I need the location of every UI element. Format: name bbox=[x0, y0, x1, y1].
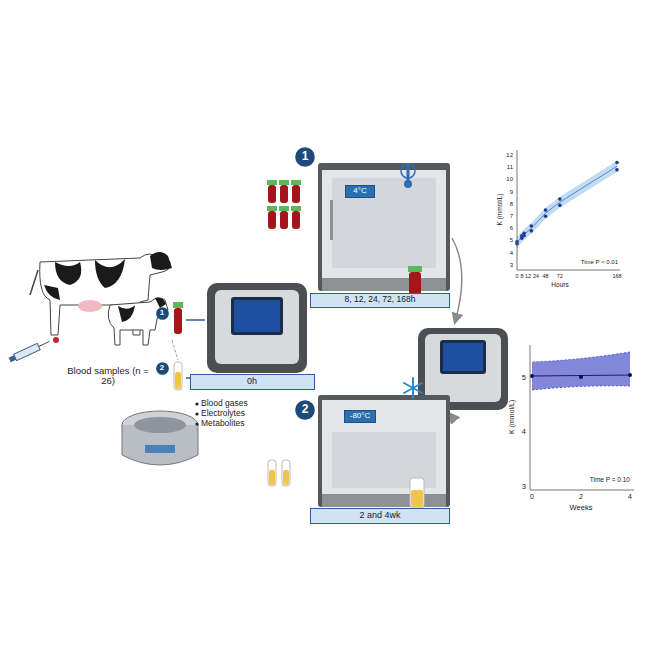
axis-label: Hours bbox=[551, 281, 568, 288]
axis-label: 0 bbox=[515, 273, 518, 279]
callout-number: 1 bbox=[156, 307, 169, 320]
red-tubes bbox=[267, 180, 422, 298]
node-text: 2 and 4wk bbox=[359, 511, 400, 521]
time-band: 2 and 4wk bbox=[310, 508, 450, 524]
axis-label: 3 bbox=[522, 483, 526, 491]
node-text: 1 bbox=[160, 309, 164, 318]
time-band: 8, 12, 24, 72, 168h bbox=[310, 293, 450, 308]
axis-label: 9 bbox=[510, 189, 513, 196]
axis-label: 72 bbox=[557, 273, 563, 279]
axis-label: Weeks bbox=[570, 504, 593, 512]
caption-text: Blood samples (n = 26) bbox=[66, 366, 150, 387]
syringe-icon bbox=[8, 338, 51, 363]
axis-label: 12 bbox=[506, 152, 513, 159]
bullet bbox=[195, 402, 198, 405]
node-text: 8, 12, 24, 72, 168h bbox=[345, 295, 416, 304]
flow-arrow bbox=[452, 238, 462, 322]
centrifuge bbox=[122, 411, 198, 465]
line-chart-weeks bbox=[530, 345, 634, 490]
axis-label: 3 bbox=[510, 262, 513, 269]
bullet-text: Metabolites bbox=[201, 419, 244, 428]
axis-label: 11 bbox=[507, 164, 513, 171]
calf-illustration bbox=[108, 298, 168, 345]
node-text: 1 bbox=[302, 150, 309, 163]
axis-label: 168 bbox=[612, 273, 621, 279]
axis-label: 0 bbox=[530, 493, 534, 501]
axis-label: 2 bbox=[579, 493, 583, 501]
axis-label: 48 bbox=[543, 273, 549, 279]
temperature-display: -80°C bbox=[344, 410, 376, 423]
temperature-display: 4°C bbox=[345, 185, 375, 198]
bullet bbox=[195, 412, 198, 415]
axis-label: 5 bbox=[510, 237, 513, 244]
callout-number: 2 bbox=[295, 400, 315, 420]
callout-number: 2 bbox=[156, 362, 169, 375]
axis-label: 10 bbox=[506, 176, 513, 183]
line-chart-hours bbox=[515, 150, 620, 270]
axis-label: 8 bbox=[520, 273, 523, 279]
axis-label: 8 bbox=[510, 201, 513, 208]
axis-label: 4 bbox=[522, 428, 526, 436]
axis-label: Time P < 0.01 bbox=[581, 259, 618, 266]
axis-label: 5 bbox=[522, 374, 526, 382]
axis-label: K (mmol/L) bbox=[508, 400, 516, 434]
axis-label: 12 bbox=[525, 273, 531, 279]
axis-label: 7 bbox=[510, 213, 513, 220]
callout-number: 1 bbox=[295, 147, 315, 167]
blood-drop bbox=[53, 337, 59, 343]
connector-line bbox=[186, 319, 205, 321]
axis-label: Time P = 0.10 bbox=[590, 476, 630, 483]
bullet-text: Blood gases bbox=[201, 399, 248, 408]
node-text: 2 bbox=[302, 403, 309, 416]
snowflake-icon bbox=[404, 378, 422, 398]
node-text: 0h bbox=[247, 377, 257, 387]
bullet-text: Electrolytes bbox=[201, 409, 245, 418]
axis-label: 24 bbox=[533, 273, 539, 279]
time-band: 0h bbox=[190, 374, 315, 390]
fridge-4c bbox=[318, 163, 450, 291]
axis-label: 4 bbox=[510, 250, 513, 257]
node-text: 2 bbox=[160, 364, 164, 373]
axis-label: 6 bbox=[510, 225, 513, 232]
axis-label: K (mmol/L) bbox=[496, 194, 503, 226]
analyzer-machine bbox=[207, 283, 307, 373]
serum-tubes bbox=[268, 460, 424, 508]
freezer-80c bbox=[318, 395, 450, 507]
bullet bbox=[195, 422, 198, 425]
node-text: -80°C bbox=[350, 412, 371, 421]
sample-tubes bbox=[172, 302, 183, 390]
node-text: 4°C bbox=[353, 187, 366, 196]
axis-label: 4 bbox=[628, 493, 632, 501]
